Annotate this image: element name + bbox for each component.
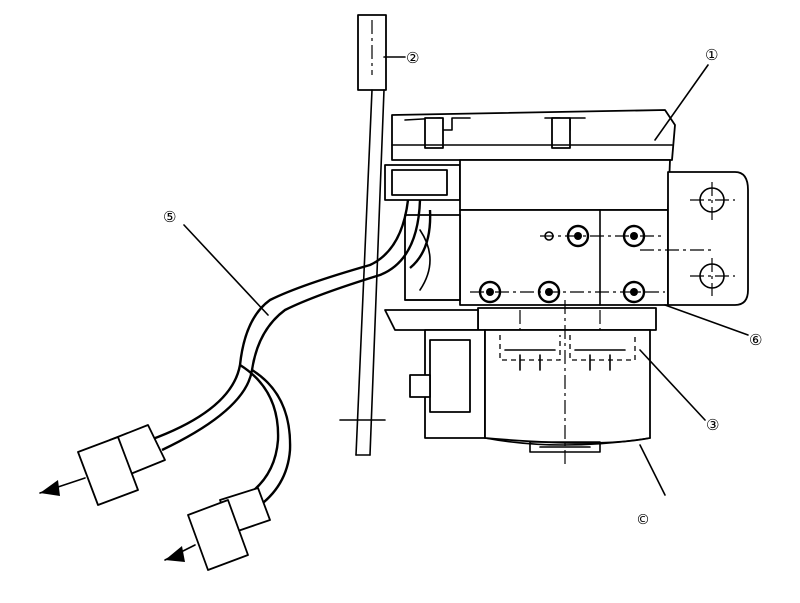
- callout-3: ③: [706, 416, 719, 434]
- actuator-unit: [384, 109, 749, 306]
- motor-assembly: [384, 300, 657, 465]
- callout-5: ⑤: [163, 208, 176, 226]
- leader-lines: [183, 56, 749, 496]
- callout-1: ①: [705, 46, 718, 64]
- wire-harness: [39, 199, 432, 571]
- arrow-label-c: ©: [636, 512, 650, 528]
- mounting-flange: [667, 171, 749, 306]
- callout-6: ⑥: [749, 331, 762, 349]
- harness-connector-1: [39, 424, 166, 506]
- callout-labels: ① ② ③ ⑤ ⑥ ©: [163, 46, 762, 528]
- harness-connector-2: [164, 487, 271, 571]
- port-holes: [470, 224, 665, 304]
- mounting-bracket: [339, 14, 387, 456]
- callout-2: ②: [406, 49, 419, 67]
